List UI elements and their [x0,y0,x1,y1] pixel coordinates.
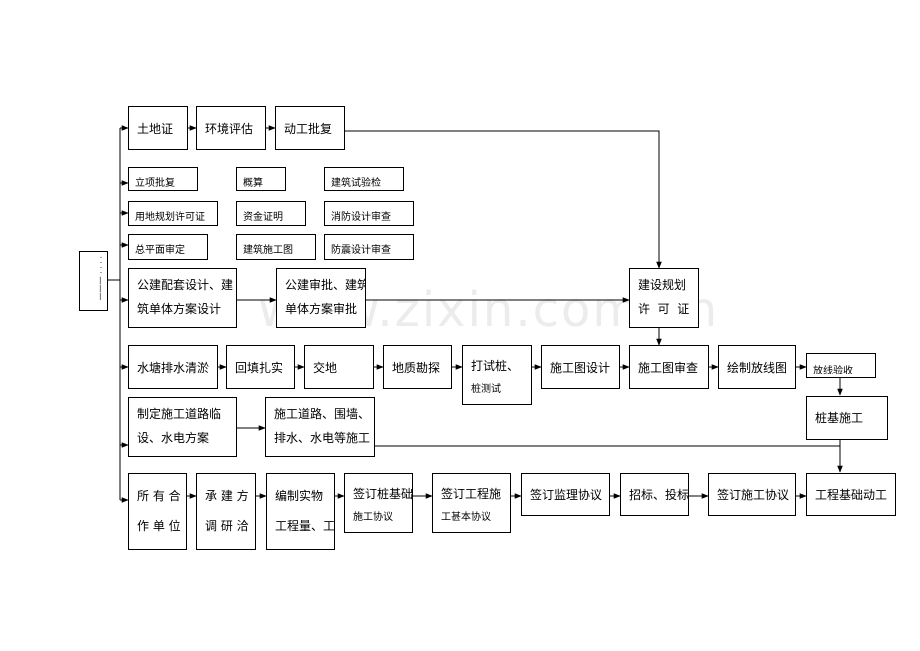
supervision-contract-text: 签订监理协议 [530,488,603,502]
public-approval-box: 公建审批、建筑 单体方案审批 [276,268,366,328]
public-design-box: 公建配套设计、建 筑单体方案设计 [128,268,237,328]
bidding-text: 招标、投标 [629,488,689,502]
construction-design-box: 施工图设计 [541,345,620,389]
engineering-contract-line1: 签订工程施 [441,487,502,501]
road-build-line2: 排水、水电等施工 [274,431,371,445]
public-approval-line2: 单体方案审批 [285,302,358,316]
fire-review-box: 消防设计审查 [324,201,414,226]
project-approval-text: 立项批复 [135,178,175,189]
funding-proof-text: 资金证明 [243,212,283,223]
test-pile-box: 打试桩、 桩测试 [462,345,532,405]
contractor-line1: 承 建 方 [205,489,249,503]
construction-drawing-box: 建筑施工图 [236,234,316,260]
land-cert-box: 土地证 [128,106,188,150]
owners-box: 所 有 合 作 单 位 [128,473,187,550]
owners-line1: 所 有 合 [137,489,181,503]
setout-box: 绘制放线图 [718,345,796,389]
engineering-contract-box: 签订工程施 工甚本协议 [432,473,511,533]
construction-contract-text: 签订施工协议 [717,488,790,502]
seismic-review-text: 防震设计审查 [331,245,391,256]
road-plan-line1: 制定施工道路临 [137,407,222,421]
contractor-line2: 调 研 洽 [205,519,249,533]
foundation-start-text: 工程基础动工 [815,488,888,502]
planning-permit-line1: 建设规划 [638,278,687,292]
drawing-review-box: 施工图审查 [629,345,709,389]
construction-design-text: 施工图设计 [550,361,611,375]
handover-box: 交地 [304,345,374,389]
contractor-box: 承 建 方 调 研 洽 [196,473,256,550]
site-check-box: 放线验收 [806,353,876,378]
env-eval-box: 环境评估 [196,106,266,150]
pile-construction-box: 桩基施工 [806,396,888,440]
land-use-permit-text: 用地规划许可证 [135,212,205,223]
land-cert-text: 土地证 [137,122,174,136]
site-check-text: 放线验收 [813,366,853,377]
handover-text: 交地 [313,361,338,375]
approval-to-permit-line [345,130,662,269]
start-approval-text: 动工批复 [284,122,333,136]
pile-contract-box: 签订桩基础 施工协议 [344,473,413,533]
planning-permit-box: 建设规划 许 可 证 [629,268,699,328]
foundation-start-box: 工程基础动工 [806,473,896,516]
quantities-box: 编制实物 工程量、工 [266,473,335,550]
public-design-line1: 公建配套设计、建 [137,278,234,292]
pile-contract-line2: 施工协议 [353,512,393,523]
seismic-review-box: 防震设计审查 [324,234,414,260]
planning-permit-line2: 许 可 证 [638,302,690,316]
test-pile-line1: 打试桩、 [471,359,520,373]
funding-proof-box: 资金证明 [236,201,306,226]
pile-contract-line1: 签订桩基础 [353,487,413,501]
building-review-box: 建筑试验检 [324,167,404,191]
survey-box: 地质勘探 [383,345,452,389]
site-plan-review-text: 总平面审定 [135,245,185,256]
setout-text: 绘制放线图 [727,361,788,375]
start-approval-box: 动工批复 [275,106,345,150]
road-plan-line2: 设、水电方案 [137,431,210,445]
pond-drain-box: 水塘排水清淤 [128,345,218,389]
construction-drawing-text: 建筑施工图 [243,245,293,256]
site-plan-review-box: 总平面审定 [128,234,208,260]
road-build-line1: 施工道路、围墙、 [274,407,371,421]
quantities-line2: 工程量、工 [275,519,335,533]
backfill-text: 回填扎实 [235,361,284,375]
env-eval-text: 环境评估 [205,122,254,136]
bidding-box: 招标、投标 [620,473,689,516]
land-use-permit-box: 用地规划许可证 [128,201,218,226]
engineering-contract-line2: 工甚本协议 [441,512,491,523]
project-approval-box: 立项批复 [128,167,198,191]
construction-contract-box: 签订施工协议 [708,473,796,516]
pile-construction-text: 桩基施工 [815,411,864,425]
survey-text: 地质勘探 [392,361,441,375]
process-label: · · · · ——— [79,251,108,311]
public-design-line2: 筑单体方案设计 [137,302,222,316]
building-review-text: 建筑试验检 [331,178,381,189]
drawing-review-text: 施工图审查 [638,361,699,375]
road-build-box: 施工道路、围墙、 排水、水电等施工 [265,397,375,457]
supervision-contract-box: 签订监理协议 [521,473,610,516]
test-pile-line2: 桩测试 [471,384,501,395]
pond-drain-text: 水塘排水清淤 [137,361,210,375]
backfill-box: 回填扎实 [226,345,295,389]
public-approval-line1: 公建审批、建筑 [285,278,366,292]
owners-line2: 作 单 位 [137,519,181,533]
budget-box: 概算 [236,167,286,191]
quantities-line1: 编制实物 [275,489,324,503]
road-plan-box: 制定施工道路临 设、水电方案 [128,397,237,457]
budget-text: 概算 [243,178,263,189]
fire-review-text: 消防设计审查 [331,212,391,223]
